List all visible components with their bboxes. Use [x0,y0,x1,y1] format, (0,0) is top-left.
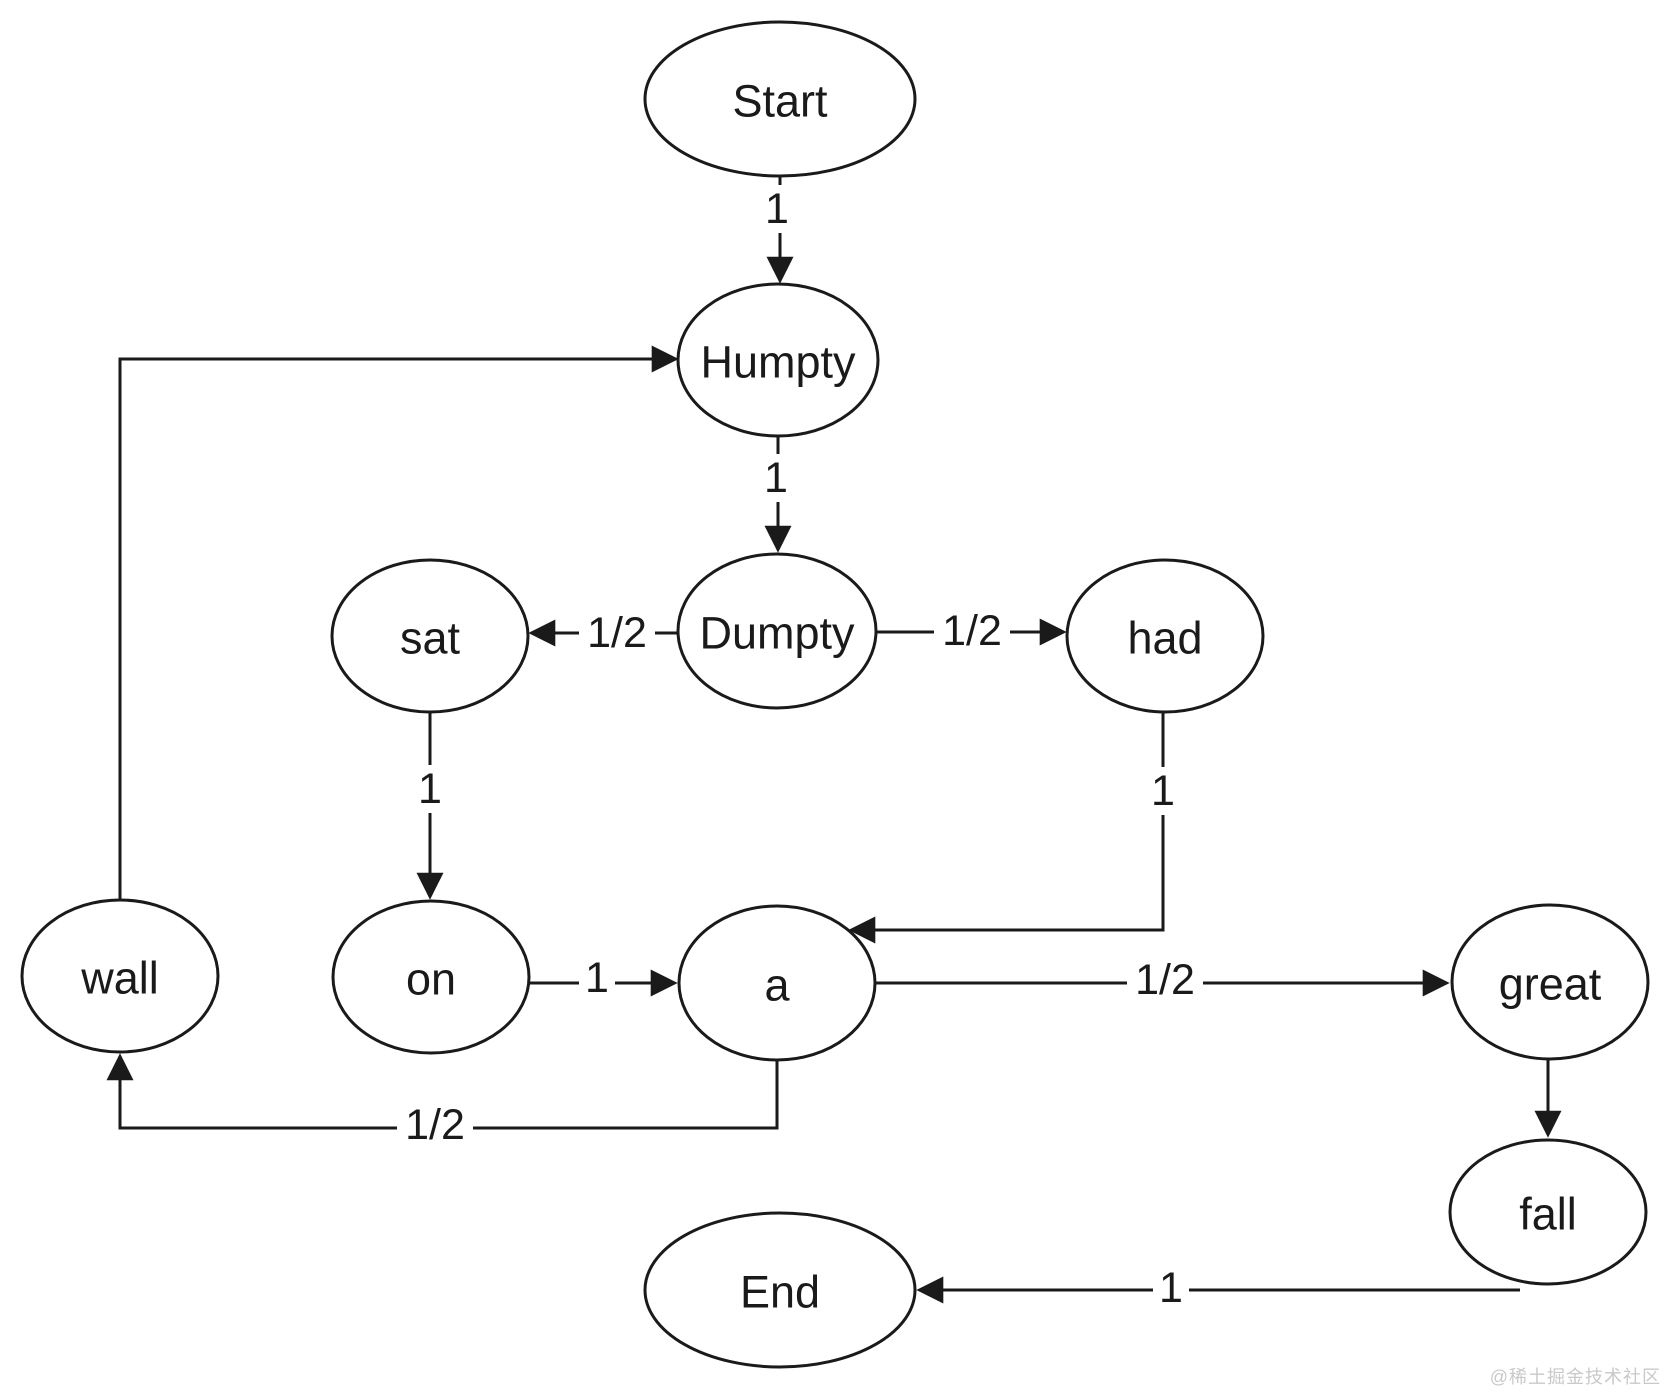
edge-wall-humpty [118,345,679,899]
edge-probability-on-a: 1 [585,954,609,1002]
edge-label-mask [579,954,615,1002]
node-start: Start [643,20,917,178]
node-label-on: on [406,954,456,1005]
edge-probability-sat-on: 1 [418,765,442,813]
node-label-end: End [740,1267,820,1318]
node-sat: sat [330,558,530,714]
edge-label-mask [934,607,1010,655]
node-label-start: Start [732,76,828,127]
node-label-a: a [764,960,790,1011]
edge-label-mask [758,454,794,502]
node-ellipse-dumpty [676,552,878,710]
edge-had-a [848,713,1165,944]
node-label-great: great [1499,959,1602,1010]
node-label-had: had [1127,613,1202,664]
edge-label-mask [1127,956,1203,1004]
edge-probability-a-wall: 1/2 [405,1101,465,1149]
node-ellipse-humpty [676,282,880,438]
node-label-sat: sat [400,613,461,664]
edge-probability-fall-end: 1 [1159,1264,1183,1312]
edge-probability-a-great: 1/2 [1135,956,1195,1004]
edge-label-mask [1153,1264,1189,1312]
node-ellipse-sat [330,558,530,714]
watermark: @稀土掘金技术社区 [1489,1367,1661,1387]
node-fall: fall [1448,1138,1648,1286]
edge-probability-dumpty-had: 1/2 [942,607,1002,655]
node-ellipse-wall [20,898,220,1054]
edge-probability-humpty-dumpty: 1 [764,454,788,502]
edge-label-mask [412,765,448,813]
node-ellipse-great [1450,903,1650,1061]
node-ellipse-end [643,1211,917,1369]
edge-label-mask [579,609,655,657]
node-ellipse-on [331,899,531,1055]
node-label-dumpty: Dumpty [699,608,855,659]
node-label-humpty: Humpty [700,337,856,388]
node-end: End [643,1211,917,1369]
node-ellipse-fall [1448,1138,1648,1286]
node-great: great [1450,903,1650,1061]
node-ellipse-start [643,20,917,178]
edge-label-mask [1145,767,1181,815]
node-dumpty: Dumpty [676,552,878,710]
node-a: a [677,904,877,1062]
node-humpty: Humpty [676,282,880,438]
node-label-wall: wall [80,953,159,1004]
node-on: on [331,899,531,1055]
node-wall: wall [20,898,220,1054]
edge-labels-layer: 1 1 1/2 1/2 1 1 1 1/2 1/2 1 [397,185,1203,1312]
edge-probability-had-a: 1 [1151,767,1175,815]
edge-probability-dumpty-sat: 1/2 [587,609,647,657]
node-label-fall: fall [1519,1189,1577,1240]
edge-label-mask [397,1101,473,1149]
node-had: had [1065,558,1265,714]
node-ellipse-a [677,904,877,1062]
edge-label-mask [759,185,795,233]
edge-probability-start-humpty: 1 [765,185,789,233]
node-ellipse-had [1065,558,1265,714]
